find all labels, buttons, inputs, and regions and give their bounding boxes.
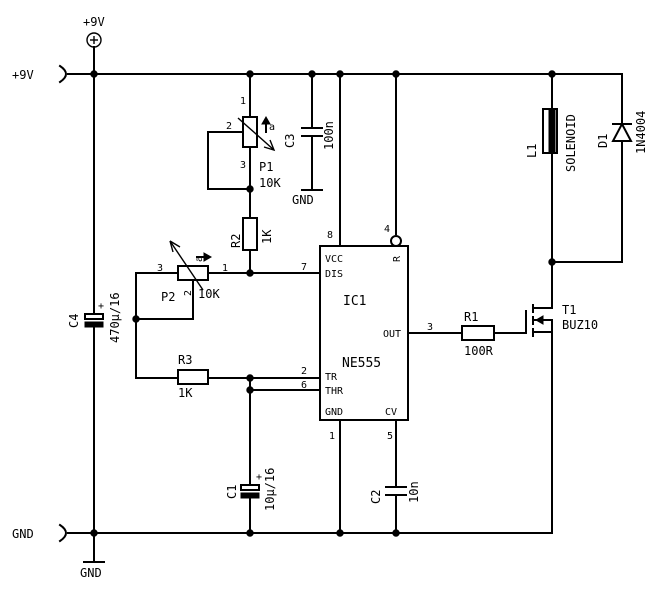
ic-pin-thr: THR <box>325 386 344 397</box>
ic-supply-wires <box>339 73 402 247</box>
solenoid-l1 <box>542 73 623 263</box>
c3-value: 100n <box>322 121 336 150</box>
resistor-r2 <box>242 217 258 274</box>
r3-value: 1K <box>178 386 193 400</box>
capacitor-c1 <box>240 484 260 534</box>
ic-pinnum-1: 1 <box>329 431 335 442</box>
ic1-ne555 <box>319 245 409 421</box>
ic-pin-gnd: GND <box>325 407 343 418</box>
ic-pin-out: OUT <box>383 329 401 340</box>
vcc-left-label: +9V <box>12 68 34 82</box>
r1-ref: R1 <box>464 310 478 324</box>
gnd-left-label: GND <box>12 527 34 541</box>
d1-value: 1N4004 <box>634 111 648 154</box>
gnd-c3-label: GND <box>292 193 314 207</box>
c2-ref: C2 <box>369 490 383 504</box>
p2-value: 10K <box>198 287 220 301</box>
diode-d1 <box>611 73 633 263</box>
ic-pinnum-7: 7 <box>301 262 307 273</box>
r1-value: 100R <box>464 344 494 358</box>
p1-pin-3: 3 <box>240 160 246 171</box>
resistor-r3 <box>135 369 321 385</box>
potentiometer-p2 <box>135 240 213 379</box>
p2-ref: P2 <box>161 290 175 304</box>
c1-plus: + <box>256 472 262 483</box>
ic1-ref: IC1 <box>343 294 366 309</box>
c4-ref: C4 <box>67 314 81 328</box>
p2-pin-1: 1 <box>222 263 228 274</box>
ic-pinnum-3: 3 <box>427 322 433 333</box>
l1-value: SOLENOID <box>564 114 578 172</box>
ic-pin-r: R <box>392 255 403 262</box>
r2-ref: R2 <box>229 234 243 248</box>
c1-ref: C1 <box>225 485 239 499</box>
mosfet-t1 <box>525 261 553 534</box>
thr-wire <box>249 377 321 486</box>
ic-pinnum-8: 8 <box>327 230 333 241</box>
l1-ref: L1 <box>525 144 539 158</box>
p1-value: 10K <box>259 176 281 190</box>
p2-wiper-mark: a <box>194 256 205 262</box>
c4-plus: + <box>98 301 104 312</box>
p2-pin-2: 2 <box>183 290 194 296</box>
ic-pinnum-5: 5 <box>387 431 393 442</box>
c2-value: 10n <box>407 481 421 503</box>
ic-pin-vcc: VCC <box>325 254 343 265</box>
gnd-bottom-label: GND <box>80 566 102 580</box>
d1-ref: D1 <box>596 134 610 148</box>
ic-pinnum-6: 6 <box>301 380 307 391</box>
ground-symbol-icon <box>83 532 105 563</box>
ic-pinnum-2: 2 <box>301 366 307 377</box>
ic-pin-dis: DIS <box>325 269 343 280</box>
p1-ref: P1 <box>259 160 273 174</box>
capacitor-c4 <box>84 73 104 534</box>
p1-wiper-mark: a <box>269 122 275 133</box>
vcc-terminal-icon <box>86 32 102 75</box>
ic-pinnum-4: 4 <box>384 224 390 235</box>
resistor-r1 <box>407 325 527 341</box>
vcc-connector-icon <box>58 64 67 84</box>
p1-pin-2: 2 <box>226 121 232 132</box>
ic-pin-tr: TR <box>325 372 338 383</box>
p1-pin-1: 1 <box>240 96 246 107</box>
p2-pin-3: 3 <box>157 263 163 274</box>
t1-value: BUZ10 <box>562 318 598 332</box>
gnd-connector-icon <box>58 523 67 543</box>
junction-dots <box>90 70 556 537</box>
capacitor-c2 <box>385 419 407 534</box>
vcc-top-label: +9V <box>83 15 105 29</box>
ic-pin-cv: CV <box>385 407 397 418</box>
c1-value: 10μ/16 <box>263 468 277 511</box>
r2-value: 1K <box>260 229 274 244</box>
r3-ref: R3 <box>178 353 192 367</box>
c3-ref: C3 <box>283 134 297 148</box>
ic1-type: NE555 <box>342 356 381 371</box>
potentiometer-p1 <box>207 73 276 219</box>
t1-ref: T1 <box>562 303 576 317</box>
c4-value: 470μ/16 <box>108 292 122 343</box>
capacitor-c3 <box>301 73 323 191</box>
